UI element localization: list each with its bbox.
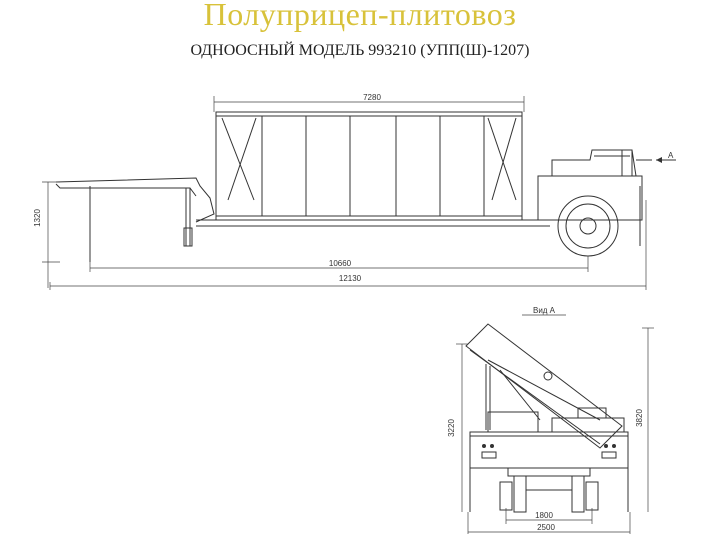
dim-height: 1320: [33, 209, 42, 227]
side-view: 7280 А: [33, 93, 676, 290]
rear-chassis: [469, 431, 629, 469]
view-arrow-label: А: [668, 151, 674, 160]
page-subtitle: ОДНООСНЫЙ МОДЕЛЬ 993210 (УПП(Ш)-1207): [190, 42, 530, 59]
dim-track: 1800: [535, 511, 553, 520]
rear-view: Вид А 3220 382: [447, 306, 654, 534]
dim-wheelbase: 10660: [329, 259, 352, 268]
tilted-body: [465, 323, 623, 449]
rear-equipment: [537, 175, 643, 221]
dim-body-length: 7280: [363, 93, 381, 102]
dim-total-length: 12130: [339, 274, 362, 283]
wheel: [557, 195, 619, 257]
dim-height-high: 3820: [635, 409, 644, 427]
page-title: Полуприцеп-плитовоз: [203, 0, 517, 32]
dim-height-low: 3220: [447, 419, 456, 437]
dim-width: 2500: [537, 523, 555, 532]
rear-view-label: Вид А: [533, 306, 556, 315]
